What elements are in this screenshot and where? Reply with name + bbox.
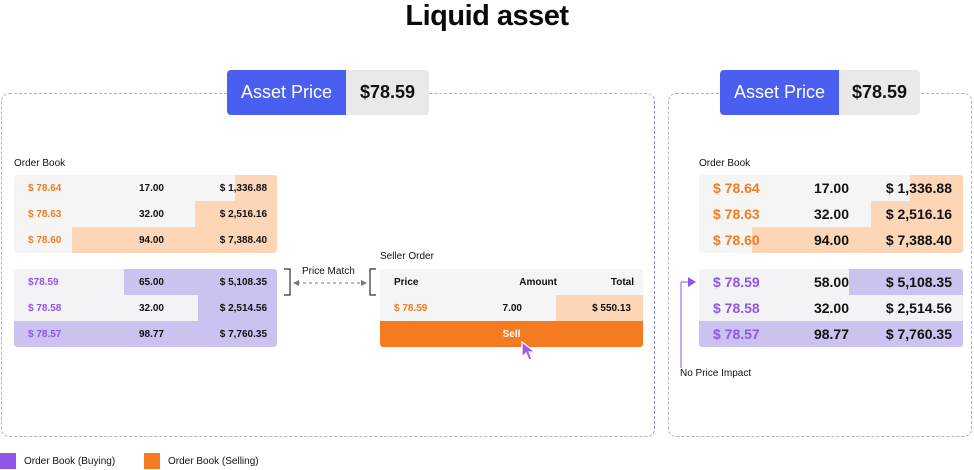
row-price: $ 78.58 bbox=[713, 300, 760, 316]
row-total: $ 2,514.56 bbox=[885, 300, 952, 316]
seller-order-header: Price Amount Total bbox=[380, 269, 643, 295]
row-amount: 32.00 bbox=[138, 302, 164, 314]
row-price: $ 78.59 bbox=[713, 274, 760, 290]
seller-header-price: Price bbox=[394, 276, 419, 288]
asset-price-badge-left: Asset Price $78.59 bbox=[227, 70, 429, 115]
row-amount: 98.77 bbox=[138, 328, 164, 340]
row-price: $78.59 bbox=[28, 276, 59, 288]
seller-header-amount: Amount bbox=[519, 276, 557, 288]
legend-selling-swatch bbox=[144, 453, 160, 469]
row-price: $ 78.63 bbox=[713, 206, 760, 222]
row-total: $ 7,388.40 bbox=[885, 232, 952, 248]
sell-order-row: $ 78.63 32.00 $ 2,516.16 bbox=[14, 201, 277, 227]
legend-buying-label: Order Book (Buying) bbox=[24, 455, 116, 467]
row-amount: 65.00 bbox=[138, 276, 164, 288]
buy-order-row: $ 78.59 58.00 $ 5,108.35 bbox=[699, 269, 963, 295]
order-book-label-left: Order Book bbox=[14, 158, 66, 169]
depth-bar bbox=[870, 201, 963, 227]
row-total: $ 7,760.35 bbox=[219, 328, 267, 340]
price-match-connector bbox=[284, 268, 376, 296]
sell-order-book-right: $ 78.64 17.00 $ 1,336.88 $ 78.63 32.00 $ 2,51… bbox=[699, 175, 963, 253]
no-price-impact-label: No Price Impact bbox=[680, 368, 752, 379]
row-price: $ 78.57 bbox=[28, 328, 62, 340]
seller-total-highlight bbox=[556, 295, 643, 321]
price-match-label: Price Match bbox=[302, 266, 355, 277]
row-amount: 32.00 bbox=[813, 206, 849, 222]
row-background bbox=[14, 321, 277, 347]
depth-bar bbox=[124, 269, 277, 295]
row-amount: 94.00 bbox=[813, 232, 849, 248]
row-total: $ 2,516.16 bbox=[885, 206, 952, 222]
seller-order-row: $ 78.59 7.00 $ 550.13 bbox=[380, 295, 643, 321]
legend-buying: Order Book (Buying) bbox=[0, 453, 115, 469]
depth-bar bbox=[751, 227, 963, 253]
buy-order-row: $ 78.58 32.00 $ 2,514.56 bbox=[699, 295, 963, 321]
after-panel bbox=[668, 93, 972, 437]
buy-order-row: $ 78.57 98.77 $ 7,760.35 bbox=[14, 321, 277, 347]
sell-order-row: $ 78.60 94.00 $ 7,388.40 bbox=[699, 227, 963, 253]
depth-bar bbox=[71, 227, 277, 253]
row-amount: 94.00 bbox=[138, 234, 164, 246]
row-background bbox=[14, 175, 277, 201]
seller-order-total: $ 550.13 bbox=[592, 302, 631, 314]
row-price: $ 78.63 bbox=[28, 208, 62, 220]
row-background bbox=[699, 321, 963, 347]
row-amount: 98.77 bbox=[813, 326, 849, 342]
row-price: $ 78.64 bbox=[713, 180, 760, 196]
legend-selling: Order Book (Selling) bbox=[144, 453, 259, 469]
sell-button[interactable]: Sell bbox=[380, 321, 643, 347]
order-book-label-right: Order Book bbox=[699, 158, 751, 169]
seller-header-total: Total bbox=[610, 276, 634, 288]
seller-order-price: $ 78.59 bbox=[394, 302, 428, 314]
row-amount: 32.00 bbox=[138, 208, 164, 220]
depth-bar bbox=[198, 295, 277, 321]
cursor-icon bbox=[521, 340, 537, 361]
asset-price-label: Asset Price bbox=[720, 70, 839, 115]
row-total: $ 2,516.16 bbox=[219, 208, 267, 220]
asset-price-value: $78.59 bbox=[346, 70, 429, 115]
page-title: Liquid asset bbox=[405, 0, 569, 32]
row-price: $ 78.64 bbox=[28, 182, 62, 194]
depth-bar bbox=[234, 175, 277, 201]
sell-order-book-left: $ 78.64 17.00 $ 1,336.88 $ 78.63 32.00 $ 2,51… bbox=[14, 175, 277, 253]
row-amount: 17.00 bbox=[813, 180, 849, 196]
asset-price-badge-right: Asset Price $78.59 bbox=[720, 70, 920, 115]
seller-order-label: Seller Order bbox=[380, 251, 434, 262]
sell-order-row: $ 78.63 32.00 $ 2,516.16 bbox=[699, 201, 963, 227]
buy-order-row: $78.59 65.00 $ 5,108.35 bbox=[14, 269, 277, 295]
row-total: $ 5,108.35 bbox=[219, 276, 267, 288]
no-impact-arrow bbox=[680, 277, 696, 368]
row-amount: 17.00 bbox=[138, 182, 164, 194]
buy-order-row: $ 78.58 32.00 $ 2,514.56 bbox=[14, 295, 277, 321]
row-background bbox=[699, 295, 963, 321]
legend-buying-swatch bbox=[0, 453, 16, 469]
row-total: $ 7,388.40 bbox=[219, 234, 267, 246]
row-amount: 58.00 bbox=[813, 274, 849, 290]
legend-selling-label: Order Book (Selling) bbox=[168, 455, 259, 467]
depth-bar bbox=[849, 269, 963, 295]
row-total: $ 1,336.88 bbox=[885, 180, 952, 196]
row-price: $ 78.57 bbox=[713, 326, 760, 342]
row-amount: 32.00 bbox=[813, 300, 849, 316]
sell-order-row: $ 78.64 17.00 $ 1,336.88 bbox=[699, 175, 963, 201]
buy-order-book-right: $ 78.59 58.00 $ 5,108.35 $ 78.58 32.00 $ 2,51… bbox=[699, 269, 963, 347]
row-price: $ 78.60 bbox=[28, 234, 62, 246]
seller-order-amount: 7.00 bbox=[502, 302, 522, 314]
buy-order-row: $ 78.57 98.77 $ 7,760.35 bbox=[699, 321, 963, 347]
row-total: $ 2,514.56 bbox=[219, 302, 267, 314]
asset-price-value: $78.59 bbox=[839, 70, 920, 115]
row-price: $ 78.60 bbox=[713, 232, 760, 248]
row-total: $ 1,336.88 bbox=[219, 182, 267, 194]
seller-order-card: Price Amount Total $ 78.59 7.00 $ 550.13… bbox=[380, 269, 643, 347]
row-total: $ 5,108.35 bbox=[885, 274, 952, 290]
buy-order-book-left: $78.59 65.00 $ 5,108.35 $ 78.58 32.00 $ 2,514… bbox=[14, 269, 277, 347]
row-price: $ 78.58 bbox=[28, 302, 62, 314]
sell-order-row: $ 78.60 94.00 $ 7,388.40 bbox=[14, 227, 277, 253]
asset-price-label: Asset Price bbox=[227, 70, 346, 115]
depth-bar bbox=[910, 175, 963, 201]
row-total: $ 7,760.35 bbox=[885, 326, 952, 342]
depth-bar bbox=[195, 201, 277, 227]
sell-order-row: $ 78.64 17.00 $ 1,336.88 bbox=[14, 175, 277, 201]
